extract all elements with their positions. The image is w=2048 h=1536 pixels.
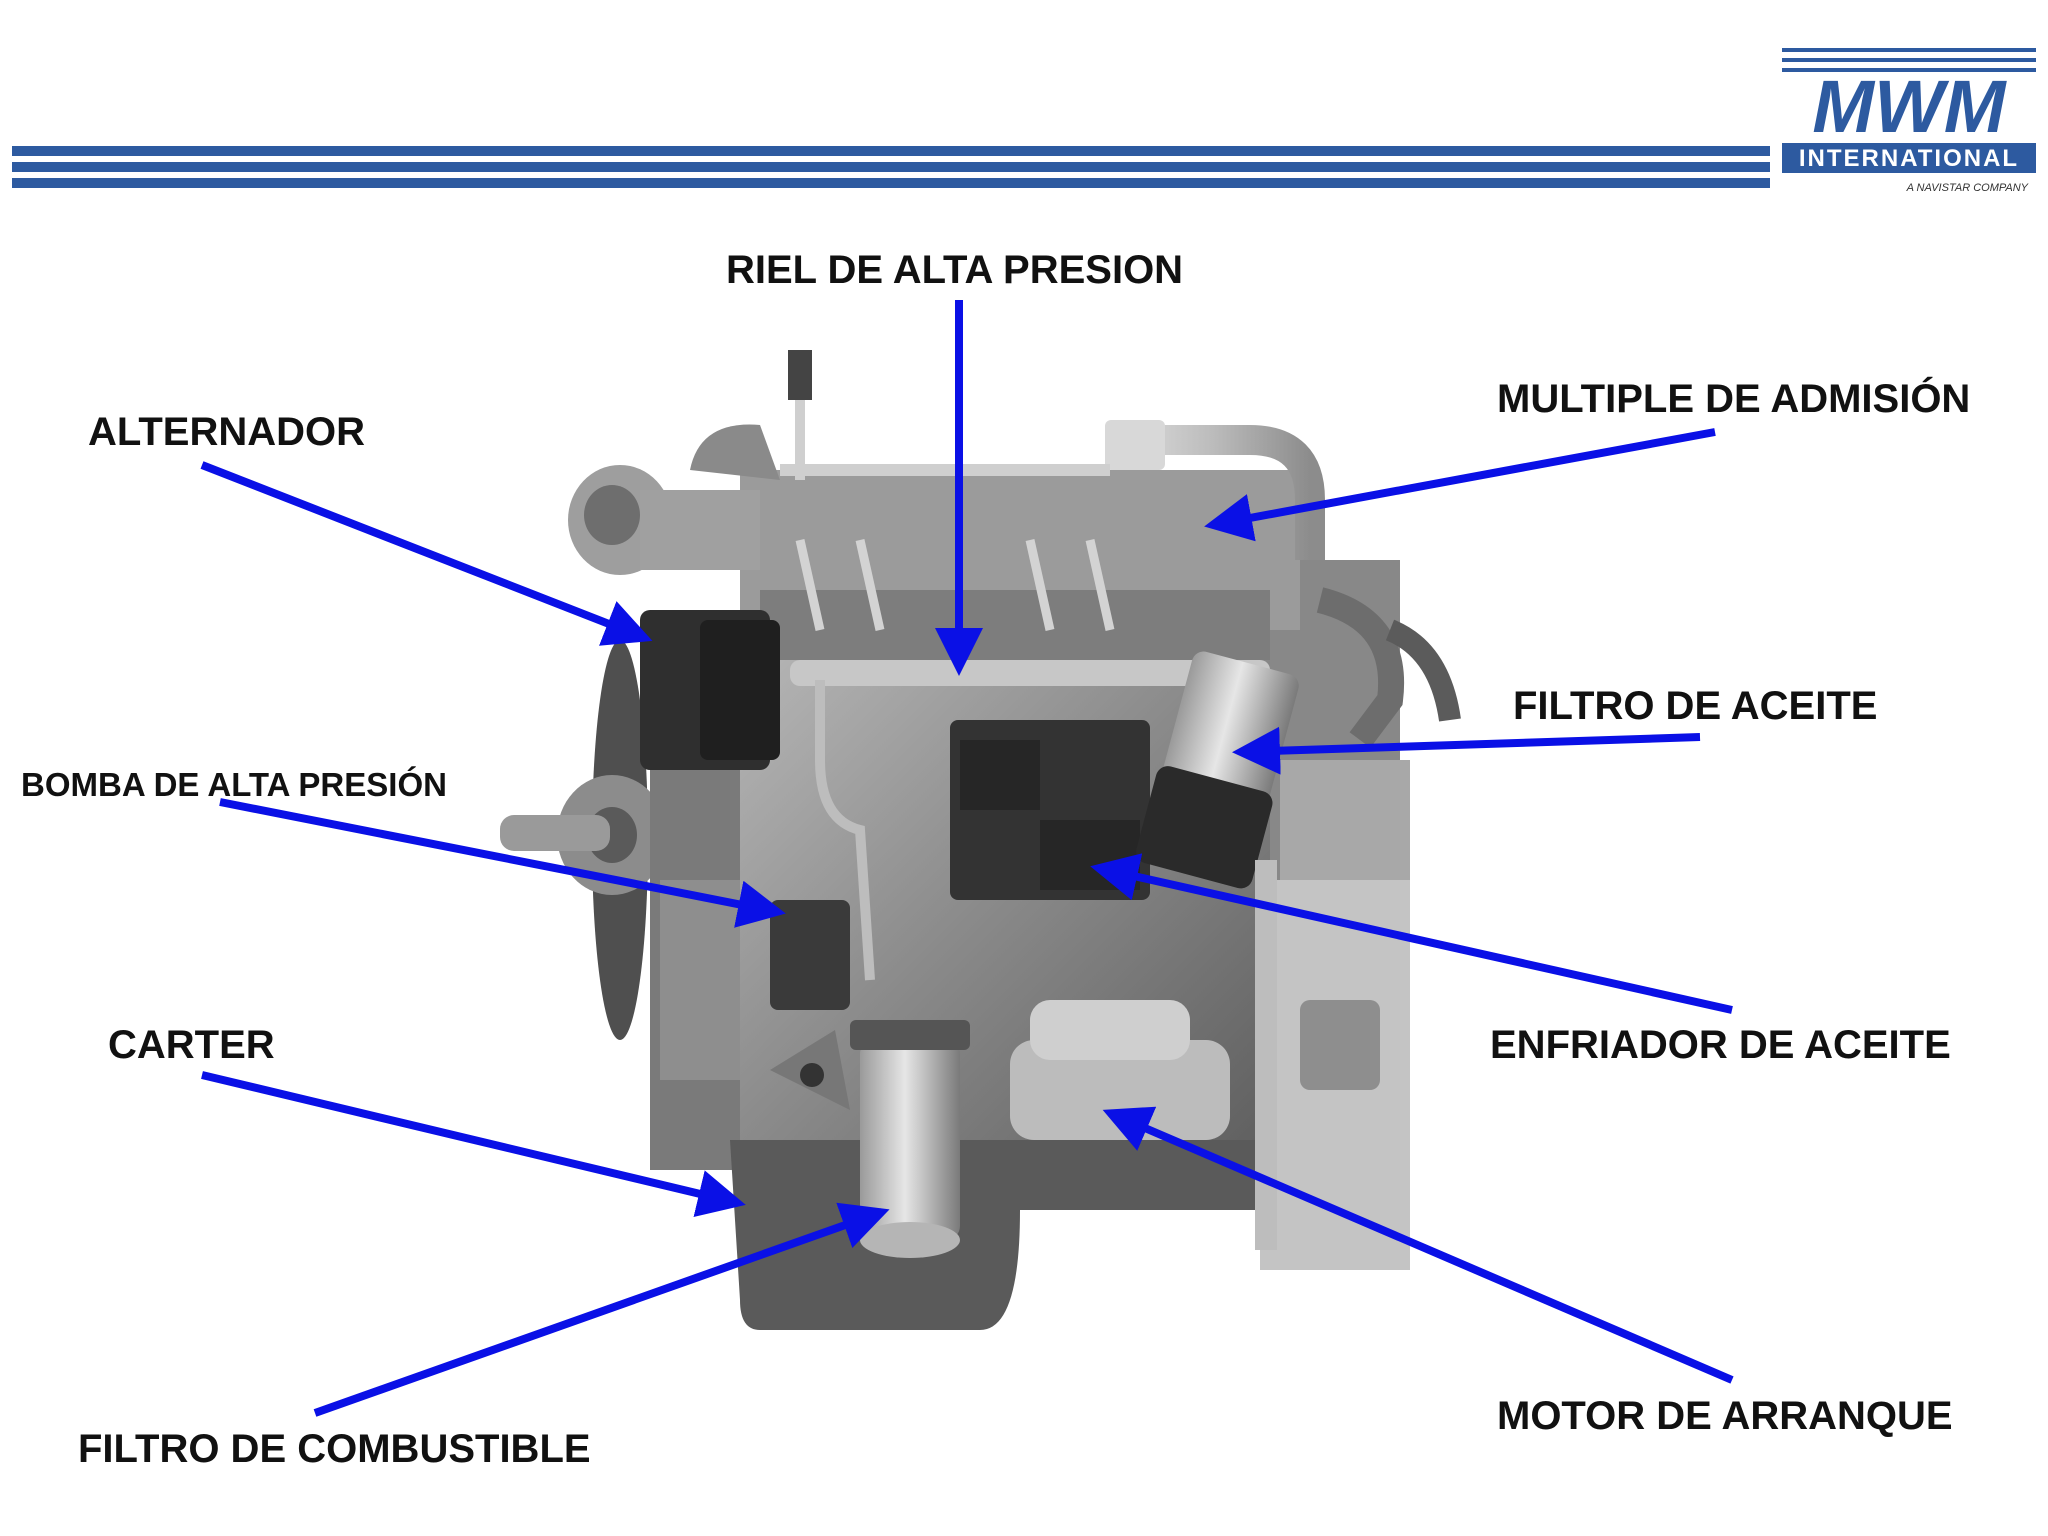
- engine-illustration: [500, 350, 1461, 1330]
- label-multiple-de-admision: MULTIPLE DE ADMISIÓN: [1497, 377, 1971, 421]
- arrow-filtro-aceite: [1232, 726, 1701, 775]
- label-riel-de-alta-presion: RIEL DE ALTA PRESION: [726, 248, 1184, 292]
- arrow-carter: [201, 1071, 746, 1218]
- logo-subtitle: INTERNATIONAL: [1799, 145, 2019, 172]
- header-stripes: [12, 146, 1770, 188]
- pointer-arrows: [200, 300, 1734, 1417]
- arrow-alternador: [200, 461, 653, 646]
- label-motor-de-arranque: MOTOR DE ARRANQUE: [1497, 1394, 1953, 1438]
- arrow-filtro-combustible: [313, 1202, 890, 1417]
- label-alternador: ALTERNADOR: [88, 410, 366, 454]
- arrow-multiple: [1204, 428, 1716, 542]
- logo-wordmark: MWM: [1812, 65, 2006, 148]
- logo-tagline: A NAVISTAR COMPANY: [1906, 182, 2029, 194]
- arrow-bomba: [219, 798, 786, 928]
- label-filtro-de-combustible: FILTRO DE COMBUSTIBLE: [78, 1427, 591, 1471]
- arrow-motor-arranque: [1102, 1106, 1734, 1384]
- mwm-logo: MWM INTERNATIONAL A NAVISTAR COMPANY: [1782, 48, 2036, 194]
- label-enfriador-de-aceite: ENFRIADOR DE ACEITE: [1490, 1023, 1951, 1067]
- label-carter: CARTER: [108, 1023, 275, 1067]
- label-bomba-de-alta-presion: BOMBA DE ALTA PRESIÓN: [21, 766, 447, 803]
- arrow-enfriador: [1090, 853, 1733, 1014]
- label-filtro-de-aceite: FILTRO DE ACEITE: [1513, 684, 1878, 728]
